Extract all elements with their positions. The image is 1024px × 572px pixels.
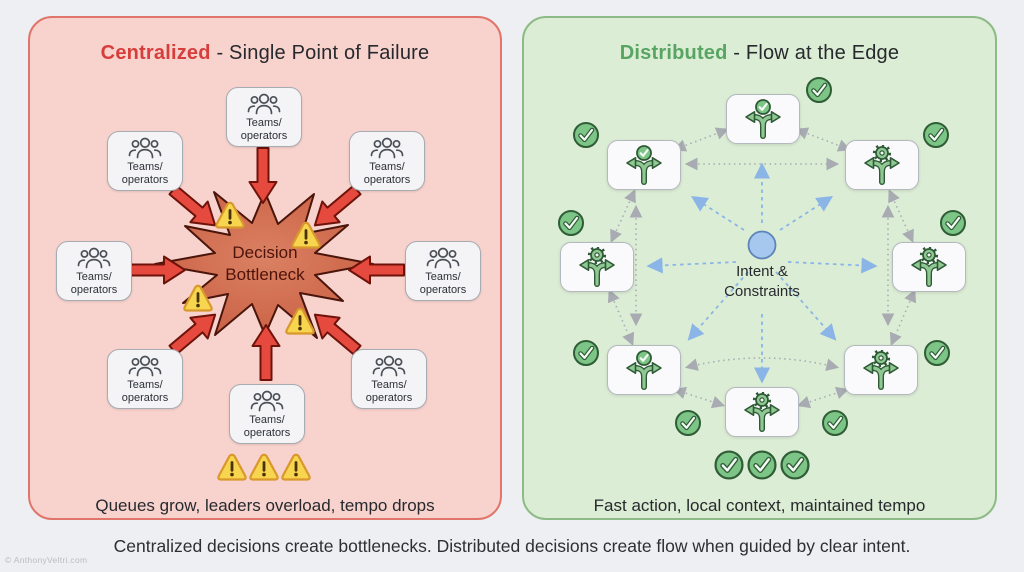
people-icon [250,390,284,412]
decision-branch-gear-icon [907,247,951,287]
peer-link-mesh [607,127,917,409]
centralized-panel-title: Centralized - Single Point of Failure [30,42,500,65]
check-badge-icon [807,78,831,102]
inbound-arrow-top [248,147,278,204]
edge-node [560,242,634,292]
edge-node [845,140,919,190]
people-icon [128,137,162,159]
centralized-title-rest: - Single Point of Failure [210,42,430,64]
centralized-panel: Centralized - Single Point of Failure [28,16,502,520]
check-badge-icon [749,452,776,479]
intent-hub-icon [747,230,777,260]
warning-icon [216,453,248,481]
edge-node [726,94,800,144]
team-box-label: Teams/ operators [363,161,411,186]
decision-branch-gear-icon [575,247,619,287]
team-box: Teams/ operators [107,131,183,191]
check-badge-icon [823,411,847,435]
team-box: Teams/ operators [107,349,183,409]
intent-link-radials [646,162,878,384]
team-box-label: Teams/ operators [121,379,169,404]
team-box: Teams/ operators [349,131,425,191]
distributed-panel: Distributed - Flow at the Edge [522,16,997,520]
edge-node [725,387,799,437]
intent-constraints-label: Intent & Constraints [724,263,800,300]
team-box: Teams/ operators [229,384,305,444]
check-badge-icon [574,341,598,365]
team-box: Teams/ operators [226,87,302,147]
edge-node [892,242,966,292]
team-box: Teams/ operators [351,349,427,409]
people-icon [247,93,281,115]
distributed-diagram-art [524,18,995,518]
decision-branch-check-icon [622,350,666,390]
distributed-panel-title: Distributed - Flow at the Edge [524,42,995,65]
team-box-label: Teams/ operators [365,379,413,404]
decision-branch-check-icon [622,145,666,185]
bottom-caption: Centralized decisions create bottlenecks… [113,536,911,556]
centralized-summary: Queues grow, leaders overload, tempo dro… [95,496,435,515]
check-badge-icon [782,452,809,479]
warning-icon [280,453,312,481]
edge-node [607,345,681,395]
centralized-diagram-art [129,147,405,481]
team-box: Teams/ operators [56,241,132,301]
check-badge-icon [925,341,949,365]
check-badge-icon [559,211,583,235]
check-badge-icon [676,411,700,435]
distributed-summary: Fast action, local context, maintained t… [593,496,926,515]
decision-bottleneck-label: Decision Bottleneck [225,243,305,284]
team-box-label: Teams/ operators [243,414,291,439]
edge-node [844,345,918,395]
distributed-title-rest: - Flow at the Edge [727,42,900,64]
decision-branch-gear-icon [740,392,784,432]
team-box-label: Teams/ operators [419,271,467,296]
inbound-arrow-bottom [251,324,281,381]
check-badge-icon [716,452,743,479]
warning-icon [248,453,280,481]
people-icon [370,137,404,159]
check-badge-icon [924,123,948,147]
centralized-title-highlight: Centralized [100,42,211,64]
people-icon [426,247,460,269]
people-icon [77,247,111,269]
team-box-label: Teams/ operators [70,271,118,296]
decision-branch-check-icon [741,99,785,139]
watermark: © AnthonyVeltri.com [5,555,88,565]
decision-branch-gear-icon [859,350,903,390]
distributed-title-highlight: Distributed [619,42,728,64]
decision-branch-gear-icon [860,145,904,185]
team-box-label: Teams/ operators [121,161,169,186]
check-badge-icon [941,211,965,235]
check-badge-icon [574,123,598,147]
team-box: Teams/ operators [405,241,481,301]
team-box-label: Teams/ operators [240,117,288,142]
people-icon [372,355,406,377]
edge-node [607,140,681,190]
people-icon [128,355,162,377]
